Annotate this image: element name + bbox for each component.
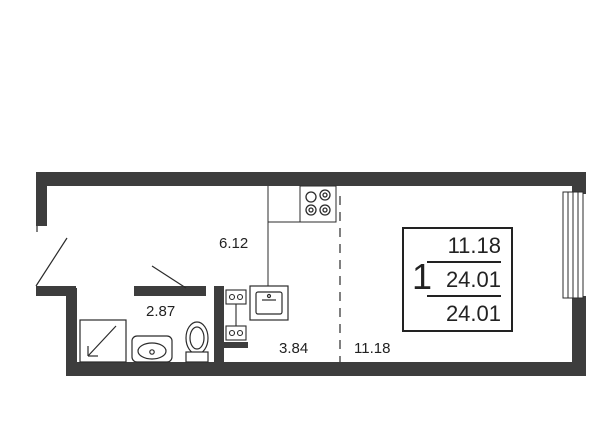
duct-boxes — [225, 289, 247, 341]
legend-divider-1 — [427, 261, 501, 263]
kitchen-counter — [267, 185, 337, 286]
wall-right-upper — [572, 172, 586, 194]
stove-icon — [305, 189, 331, 216]
window — [562, 191, 584, 299]
living-area-value: 11.18 — [447, 233, 501, 258]
washbasin-icon — [131, 335, 173, 363]
entrance-door-leaf — [35, 237, 68, 287]
area-summary-box: 1 11.18 24.01 24.01 — [402, 227, 513, 332]
wall-entrance-stub — [36, 286, 76, 296]
room-count: 1 — [412, 256, 433, 297]
toilet-icon — [185, 321, 209, 363]
bathroom-door-leaf — [151, 265, 187, 289]
legend-divider-2 — [427, 295, 501, 297]
kitchen-sink-icon — [249, 285, 289, 321]
wall-top — [36, 172, 586, 186]
walls — [36, 172, 586, 376]
living-area-label: 11.18 — [354, 340, 391, 357]
wall-duct-bottom — [224, 342, 248, 348]
wall-bathroom-right — [214, 286, 224, 376]
wall-bottom — [66, 362, 586, 376]
total-area-alt-value: 24.01 — [445, 301, 501, 326]
total-area-value: 24.01 — [445, 267, 501, 292]
hall-area-label: 6.12 — [219, 235, 249, 252]
wall-left-upper — [36, 172, 47, 226]
shower-icon — [79, 319, 127, 363]
wall-right-lower — [572, 296, 586, 376]
wall-left-lower — [66, 288, 77, 376]
kitchen-area-label: 3.84 — [279, 340, 309, 357]
wall-bathroom-top — [134, 286, 206, 296]
bathroom-area-label: 2.87 — [146, 303, 176, 320]
